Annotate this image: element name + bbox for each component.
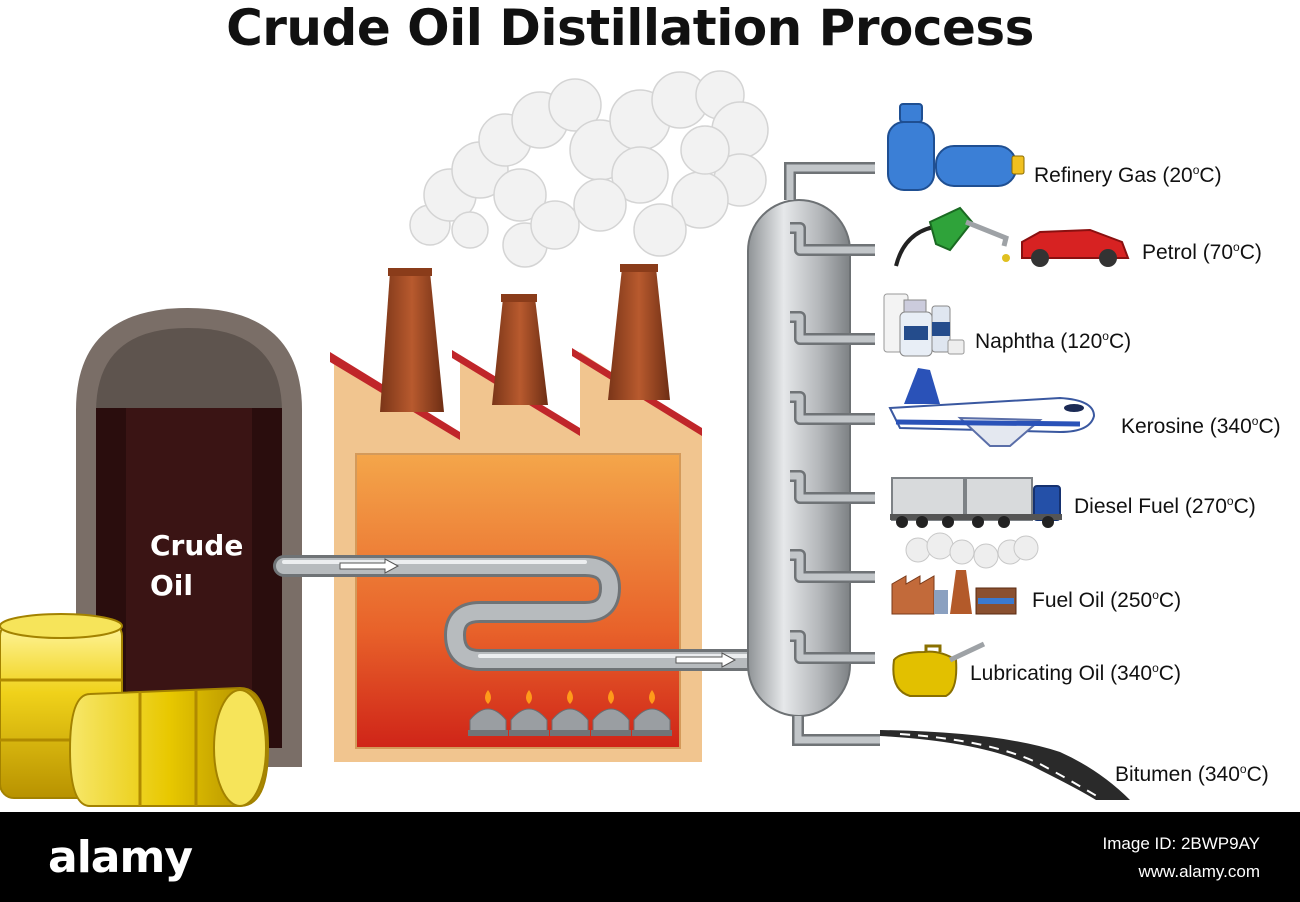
airplane-icon: [888, 368, 1096, 447]
page-title: Crude Oil Distillation Process: [226, 0, 1034, 57]
factory-icon: [891, 532, 1039, 615]
degree-mark: o: [1226, 494, 1234, 508]
product-label-bitumen: Bitumen (340oC): [1115, 757, 1269, 787]
distillation-column: [747, 162, 880, 746]
product-unit: C): [1158, 589, 1182, 612]
product-unit: C): [1233, 495, 1256, 518]
product-unit: C): [1158, 662, 1181, 685]
degree-mark: o: [1152, 661, 1159, 675]
product-unit: C): [1258, 415, 1281, 438]
image-id: Image ID: 2BWP9AY: [1102, 834, 1260, 853]
crude-oil-label-line1: Crude: [150, 529, 244, 562]
chemical-bottles-icon: [883, 293, 965, 357]
heating-pipe: [273, 555, 761, 671]
footer-bar: alamy Image ID: 2BWP9AY www.alamy.com: [0, 812, 1300, 902]
product-unit: C): [1246, 763, 1269, 786]
smoke-cloud: [409, 70, 769, 268]
product-label-kerosine: Kerosine (340oC): [1121, 409, 1281, 439]
product-name: Diesel Fuel (270: [1074, 495, 1227, 518]
product-name: Naphtha (120: [975, 330, 1103, 353]
product-label-refinery-gas: Refinery Gas (20oC): [1034, 158, 1222, 188]
degree-mark: o: [1152, 588, 1159, 602]
product-unit: C): [1108, 330, 1132, 353]
product-name: Lubricating Oil (340: [970, 662, 1153, 685]
alamy-logo: alamy: [48, 832, 193, 883]
product-label-lubricating-oil: Lubricating Oil (340oC): [970, 656, 1181, 686]
product-unit: C): [1239, 241, 1262, 264]
degree-mark: o: [1233, 240, 1240, 254]
product-unit: C): [1199, 164, 1222, 187]
product-name: Bitumen (340: [1115, 763, 1240, 786]
degree-mark: o: [1239, 762, 1247, 776]
diagram-art: [0, 70, 1130, 807]
product-label-fuel-oil: Fuel Oil (250oC): [1032, 583, 1181, 613]
product-label-diesel-fuel: Diesel Fuel (270oC): [1074, 489, 1256, 519]
oil-can-icon: [892, 641, 986, 697]
product-name: Fuel Oil (250: [1032, 589, 1153, 612]
product-name: Petrol (70: [1142, 241, 1234, 264]
truck-icon: [890, 477, 1062, 528]
chimneys: [380, 264, 670, 412]
product-label-naphtha: Naphtha (120oC): [975, 324, 1131, 354]
crude-oil-label-line2: Oil: [150, 569, 193, 602]
road-icon: [880, 730, 1130, 800]
product-name: Kerosine (340: [1121, 415, 1252, 438]
degree-mark: o: [1102, 329, 1109, 343]
degree-mark: o: [1251, 414, 1259, 428]
degree-mark: o: [1192, 163, 1200, 177]
product-name: Refinery Gas (20: [1034, 164, 1193, 187]
product-label-petrol: Petrol (70oC): [1142, 235, 1262, 265]
burners: [468, 690, 672, 736]
flow-arrows: [339, 558, 737, 668]
oil-barrels: [0, 613, 270, 807]
crude-oil-label: Crude Oil: [150, 526, 243, 606]
footer-url: www.alamy.com: [1138, 862, 1260, 881]
gas-cylinder-icon: [887, 103, 1025, 191]
fuel-nozzle-car-icon: [894, 206, 1130, 267]
